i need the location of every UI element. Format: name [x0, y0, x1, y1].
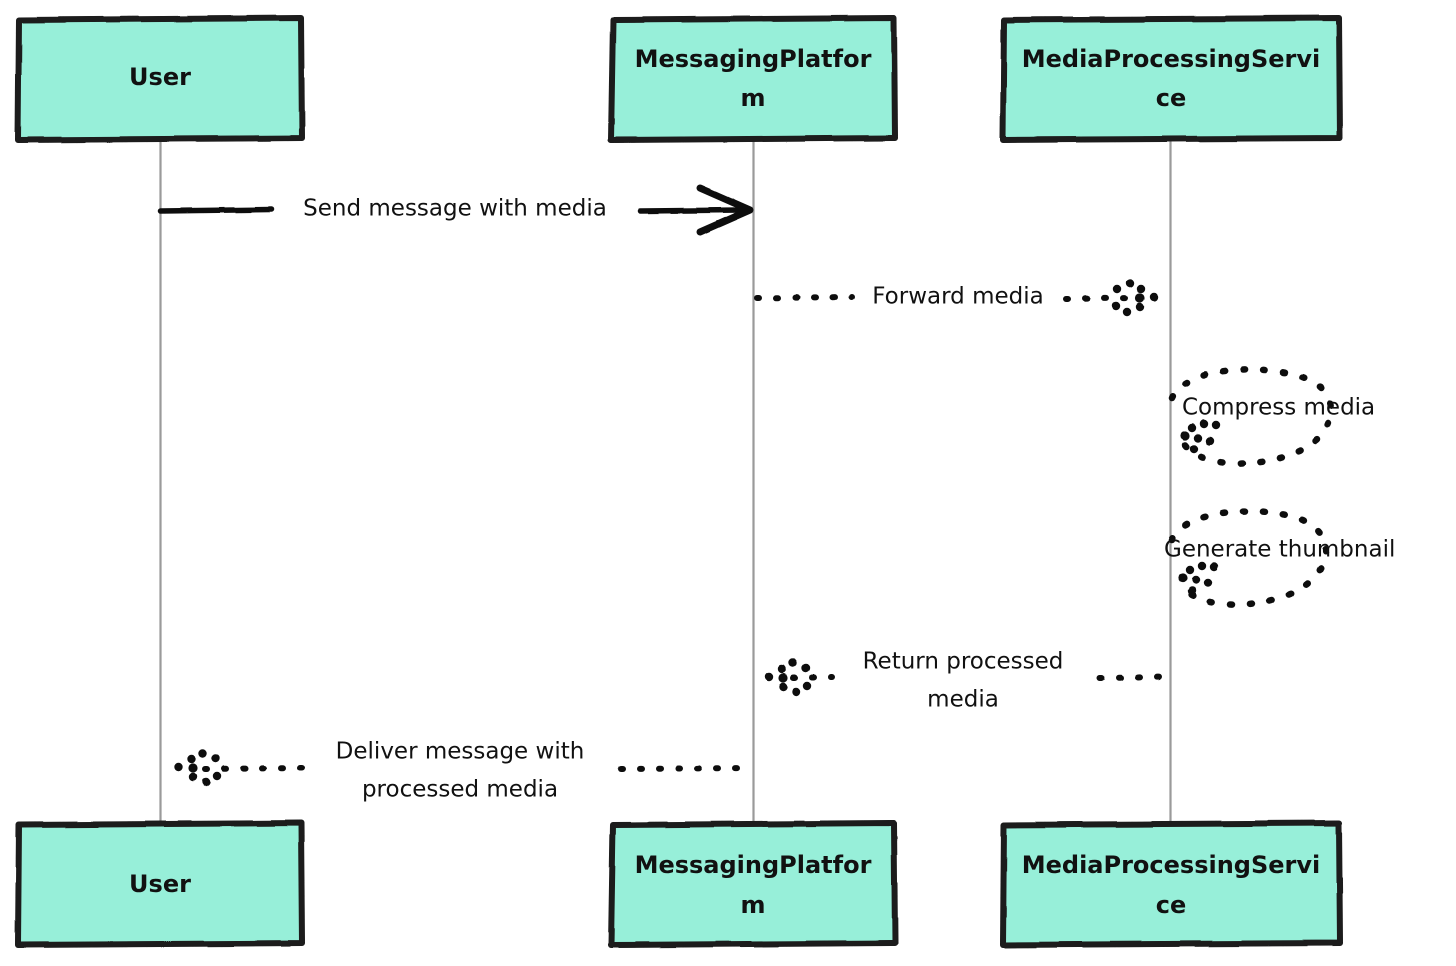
actor-box-top-user-shape — [15, 15, 305, 143]
message-label-6-line-1: Deliver message with — [336, 739, 585, 765]
message-generate-thumbnail: Generate thumbnail — [1164, 507, 1395, 608]
message-label-3: Compress media — [1182, 395, 1375, 421]
actor-boxes-top: User MessagingPlatfor m MediaProcessingS… — [15, 15, 1343, 143]
actor-label-bottom-messaging-platform-line-1: MessagingPlatfor — [635, 851, 872, 879]
arrowhead-solid-right-1 — [696, 184, 754, 236]
actor-box-bottom-user-shape — [15, 820, 305, 948]
actor-label-bottom-messaging-platform-line-2: m — [740, 891, 765, 919]
actor-box-top-messaging-platform[interactable]: MessagingPlatfor m — [608, 15, 898, 143]
actor-box-bottom-messaging-platform[interactable]: MessagingPlatfor m — [608, 820, 898, 948]
actor-box-top-media-processing-service-shape — [1000, 15, 1343, 143]
actor-boxes-bottom: User MessagingPlatfor m MediaProcessingS… — [15, 820, 1343, 948]
actor-label-bottom-media-processing-service-line-2: ce — [1156, 891, 1187, 919]
message-label-2: Forward media — [872, 284, 1043, 310]
message-forward-media: Forward media — [754, 278, 1159, 317]
actor-box-top-user[interactable]: User — [15, 15, 305, 143]
message-label-4: Generate thumbnail — [1164, 537, 1395, 563]
actor-label-top-media-processing-service-line-1: MediaProcessingServi — [1022, 45, 1321, 73]
message-label-1: Send message with media — [303, 196, 607, 222]
message-compress-media: Compress media — [1168, 366, 1375, 467]
actor-box-bottom-media-processing-service-shape — [1000, 820, 1343, 948]
message-line-6b — [202, 765, 309, 772]
message-line-5b — [790, 674, 835, 681]
message-send-message-with-media: Send message with media — [158, 184, 754, 236]
actor-label-bottom-user: User — [129, 870, 191, 898]
lifelines-group — [159, 140, 1172, 824]
self-loop-path-4 — [1168, 507, 1329, 608]
message-label-5-line-1: Return processed — [863, 649, 1064, 675]
arrowhead-dotted-left-5 — [764, 658, 812, 697]
actor-box-top-media-processing-service[interactable]: MediaProcessingServi ce — [1000, 15, 1343, 143]
arrowhead-dotted-loop-3 — [1180, 419, 1221, 454]
message-line-2b — [1063, 295, 1135, 302]
actor-label-top-media-processing-service-line-2: ce — [1156, 84, 1187, 112]
message-line-1b — [637, 207, 745, 214]
message-line-5a — [1097, 674, 1171, 681]
actor-label-top-user: User — [129, 63, 191, 91]
actor-box-bottom-media-processing-service[interactable]: MediaProcessingServi ce — [1000, 820, 1343, 948]
actor-box-bottom-messaging-platform-shape — [608, 820, 898, 948]
message-label-6-line-2: processed media — [362, 777, 558, 803]
actor-label-top-messaging-platform-line-2: m — [740, 84, 765, 112]
message-return-processed-media: Return processed media — [764, 649, 1171, 713]
arrowhead-dotted-left-6 — [174, 748, 222, 787]
message-line-6a — [618, 765, 753, 772]
arrowhead-dotted-right-2 — [1111, 278, 1159, 317]
message-label-5-line-2: media — [927, 687, 999, 713]
actor-label-top-messaging-platform-line-1: MessagingPlatfor — [635, 45, 872, 73]
actor-box-top-messaging-platform-shape — [608, 15, 898, 143]
message-deliver-message-with-processed-media: Deliver message with processed media — [174, 739, 753, 803]
self-loop-path-3 — [1168, 366, 1335, 467]
actor-box-bottom-user[interactable]: User — [15, 820, 305, 948]
message-line-1 — [158, 206, 275, 214]
arrowhead-dotted-loop-4 — [1178, 561, 1219, 596]
actor-label-bottom-media-processing-service-line-1: MediaProcessingServi — [1022, 851, 1321, 879]
message-line-2a — [754, 294, 855, 301]
